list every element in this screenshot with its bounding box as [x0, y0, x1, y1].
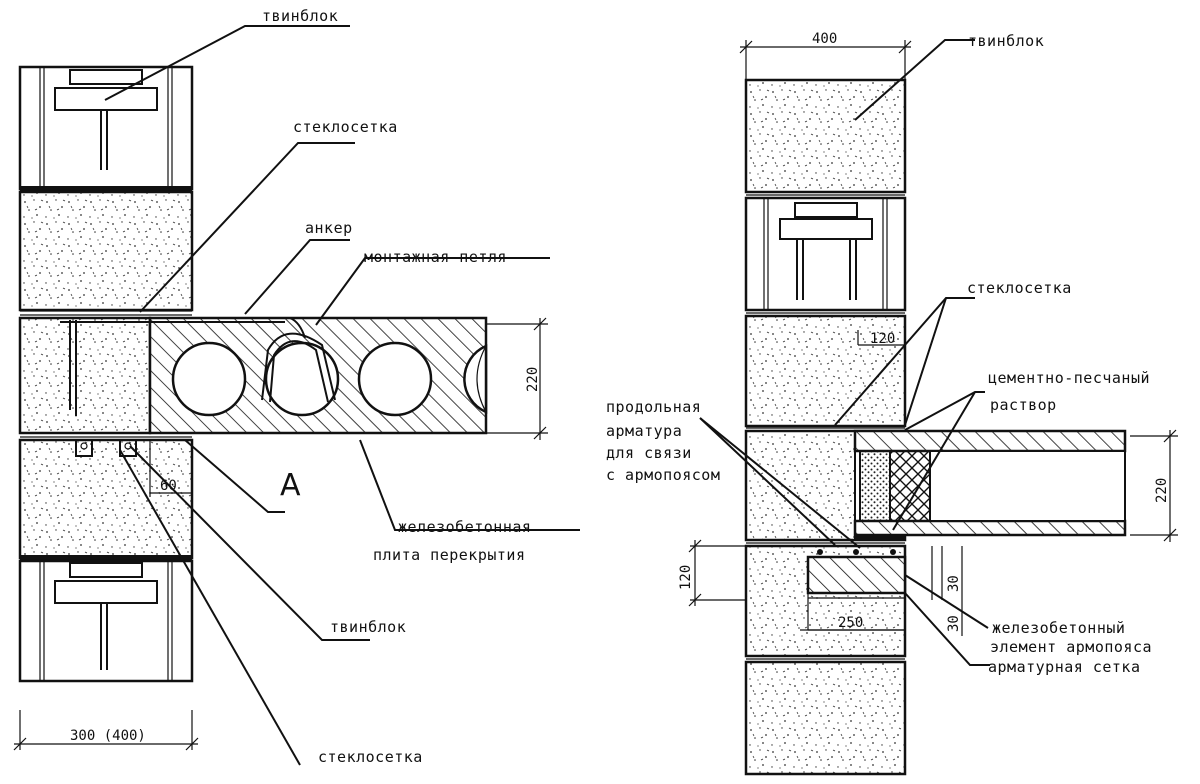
left-twinblock-bottom [18, 559, 194, 683]
label-rebar-line4: с армопоясом [606, 466, 720, 484]
label-right-glass-mesh: стеклосетка [967, 279, 1072, 297]
dim-right-wall-width: 400 [812, 31, 837, 47]
dim-right-belt-height: 120 [678, 565, 694, 590]
label-belt-line1: железобетонный [992, 619, 1125, 637]
label-slab-line2: плита перекрытия [373, 546, 526, 564]
dim-left-support: 60 [160, 478, 177, 494]
label-twinblock-top: твинблок [262, 7, 338, 25]
label-mounting-loop: монтажная петля [364, 248, 507, 266]
label-mortar-line2: раствор [990, 396, 1057, 414]
label-glass-mesh-bottom: стеклосетка [318, 748, 423, 766]
right-floor-slab [853, 429, 1127, 537]
right-twinblock [744, 196, 907, 312]
left-detail: твинблок стеклосетка анкер монтажная пет… [13, 7, 580, 766]
dim-right-cover-30a: 30 [946, 575, 962, 592]
label-slab-line1: железобетонная [398, 518, 531, 536]
right-gas-block-bottom [744, 660, 907, 776]
left-hollow-core-slab [148, 316, 488, 435]
right-gas-block-upper [744, 314, 907, 428]
left-gas-block-middle [18, 316, 152, 435]
label-anchor: анкер [305, 219, 353, 237]
dim-right-offset-120: 120 [870, 331, 895, 347]
dim-left-wall-width: 300 (400) [70, 728, 146, 744]
label-right-twinblock: твинблок [968, 32, 1044, 50]
label-mortar-line1: цементно-песчаный [988, 369, 1150, 387]
dim-right-cover-30b: 30 [946, 615, 962, 632]
section-mark: А [280, 468, 301, 503]
label-rebar-line3: для связи [606, 444, 692, 462]
dim-right-belt-width: 250 [838, 615, 863, 631]
label-rebar-line1: продольная [606, 398, 701, 416]
label-glass-mesh-top: стеклосетка [293, 118, 398, 136]
label-rebar-mesh: арматурная сетка [988, 658, 1141, 676]
label-belt-line2: элемент армопояса [990, 638, 1152, 656]
left-gas-block-lower [18, 438, 194, 560]
label-rebar-line2: арматура [606, 422, 682, 440]
dim-left-slab-height: 220 [525, 367, 541, 392]
left-mounting-loop [261, 332, 336, 401]
dim-right-slab-height: 220 [1154, 478, 1170, 503]
label-twinblock-bottom: твинблок [330, 618, 406, 636]
left-twinblock-top [18, 65, 194, 191]
right-detail: твинблок стеклосетка цементно-песчаный р… [606, 31, 1178, 776]
left-gas-block-upper [18, 190, 194, 312]
